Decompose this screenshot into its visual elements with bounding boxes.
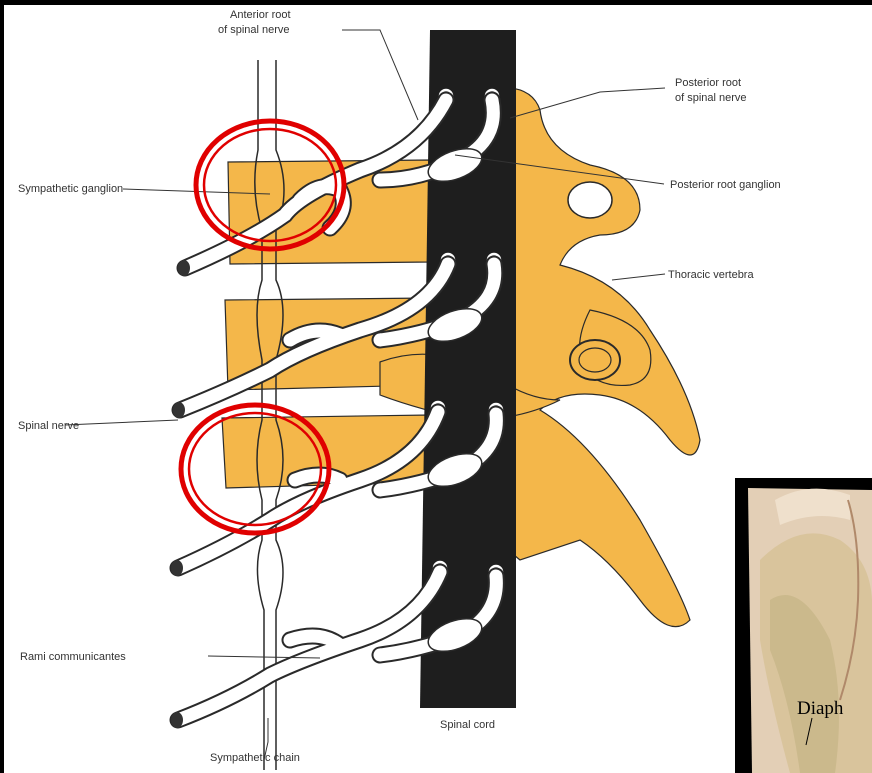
label-posterior-root-ganglion: Posterior root ganglion (670, 179, 781, 191)
label-rami-communicantes: Rami communicantes (20, 651, 126, 663)
inset-photo-caption: Diaph (797, 698, 844, 719)
label-anterior-root-1: Anterior root (230, 9, 291, 21)
label-sympathetic-chain: Sympathetic chain (210, 752, 300, 764)
label-anterior-root-2: of spinal nerve (218, 24, 290, 36)
label-spinal-cord: Spinal cord (440, 719, 495, 731)
label-spinal-nerve: Spinal nerve (18, 420, 79, 432)
inset-photo: Diaph (735, 478, 872, 773)
black-border (0, 0, 872, 5)
vertebra-foramen-lower (570, 340, 620, 380)
label-posterior-root-1: Posterior root (675, 77, 741, 89)
black-border-left (0, 0, 4, 773)
label-thoracic-vertebra: Thoracic vertebra (668, 269, 754, 281)
label-posterior-root-2: of spinal nerve (675, 92, 747, 104)
vertebra-foramen-upper (568, 182, 612, 218)
label-sympathetic-ganglion: Sympathetic ganglion (18, 183, 123, 195)
